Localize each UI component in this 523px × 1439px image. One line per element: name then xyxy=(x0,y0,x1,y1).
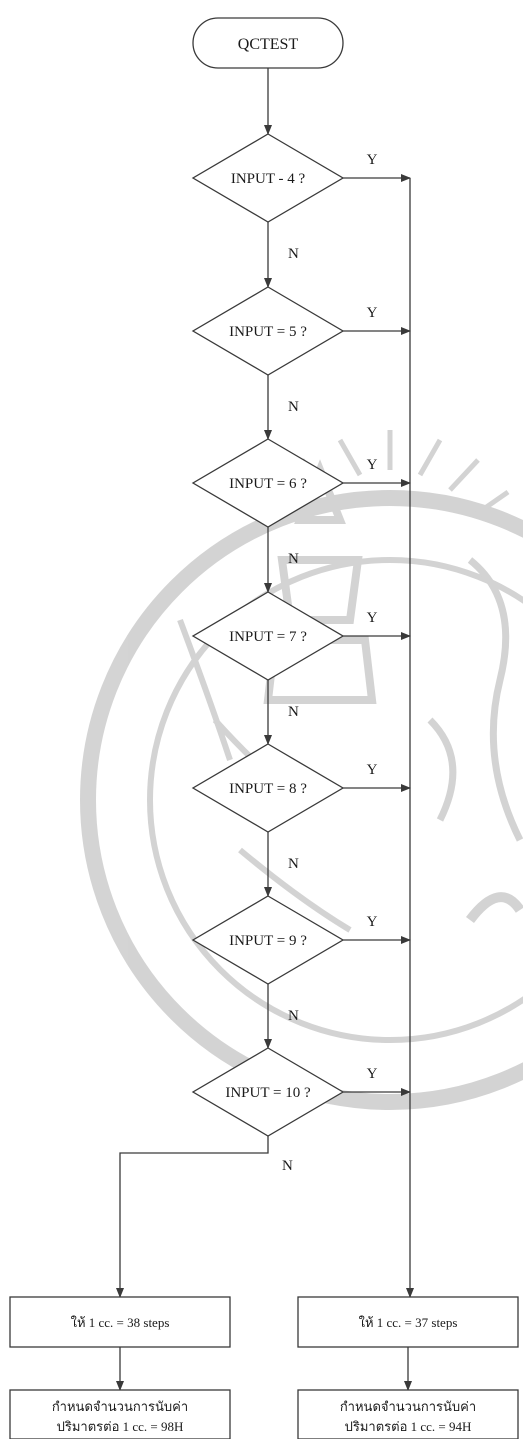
decision-3: INPUT = 6 ? xyxy=(191,438,345,528)
no-label-6: N xyxy=(288,1008,299,1024)
right-step-label: ให้ 1 cc. = 37 steps xyxy=(359,1315,458,1330)
yes-label-2: Y xyxy=(367,305,378,321)
decision-1: INPUT - 4 ? xyxy=(191,133,345,223)
yes-label-4: Y xyxy=(367,610,378,626)
decision-5: INPUT = 8 ? xyxy=(191,743,345,833)
flowchart-nodes: INPUT - 4 ? Y N INPUT = 5 ? Y N INPUT = 6 ? Y N I… xyxy=(191,133,378,1174)
left-step-box: ให้ 1 cc. = 38 steps xyxy=(9,1296,231,1348)
decision-label: INPUT = 9 ? xyxy=(229,933,307,949)
decision-label: INPUT = 5 ? xyxy=(229,324,307,340)
no-label-7: N xyxy=(282,1158,293,1174)
decision-label: INPUT = 8 ? xyxy=(229,781,307,797)
yes-label-3: Y xyxy=(367,457,378,473)
start-terminator: QCTEST xyxy=(192,17,344,69)
decision-2: INPUT = 5 ? xyxy=(191,286,345,376)
right-step-box: ให้ 1 cc. = 37 steps xyxy=(297,1296,519,1348)
seal-watermark xyxy=(80,430,523,1110)
left-count-line2: ปริมาตรต่อ 1 cc. = 98H xyxy=(57,1419,184,1434)
right-count-line2: ปริมาตรต่อ 1 cc. = 94H xyxy=(345,1419,472,1434)
decision-diamond xyxy=(191,133,345,223)
no-label-2: N xyxy=(288,399,299,415)
decision-label: INPUT = 6 ? xyxy=(229,476,307,492)
decision-diamond xyxy=(191,895,345,985)
decision-label: INPUT = 10 ? xyxy=(225,1085,311,1101)
left-count-box: กำหนดจำนวนการนับค่า ปริมาตรต่อ 1 cc. = 9… xyxy=(9,1389,231,1439)
decision-label: INPUT - 4 ? xyxy=(231,171,306,187)
right-count-line1: กำหนดจำนวนการนับค่า xyxy=(340,1399,476,1414)
decision-diamond xyxy=(191,1047,345,1137)
yes-label-7: Y xyxy=(367,1066,378,1082)
decision-6: INPUT = 9 ? xyxy=(191,895,345,985)
no-arrow-7 xyxy=(116,1136,269,1298)
no-label-3: N xyxy=(288,551,299,567)
no-label-1: N xyxy=(288,246,299,262)
decision-label: INPUT = 7 ? xyxy=(229,629,307,645)
left-step-label: ให้ 1 cc. = 38 steps xyxy=(71,1315,170,1330)
decision-diamond xyxy=(191,286,345,376)
yes-label-1: Y xyxy=(367,152,378,168)
yes-label-5: Y xyxy=(367,762,378,778)
no-label-5: N xyxy=(288,856,299,872)
decision-diamond xyxy=(191,438,345,528)
start-label: QCTEST xyxy=(238,36,299,53)
decision-diamond xyxy=(191,591,345,681)
decision-7: INPUT = 10 ? xyxy=(191,1047,345,1137)
no-label-4: N xyxy=(288,704,299,720)
decision-4: INPUT = 7 ? xyxy=(191,591,345,681)
flowchart-edges xyxy=(116,68,414,1391)
yes-label-6: Y xyxy=(367,914,378,930)
right-count-box: กำหนดจำนวนการนับค่า ปริมาตรต่อ 1 cc. = 9… xyxy=(297,1389,519,1439)
decision-diamond xyxy=(191,743,345,833)
left-count-line1: กำหนดจำนวนการนับค่า xyxy=(52,1399,188,1414)
